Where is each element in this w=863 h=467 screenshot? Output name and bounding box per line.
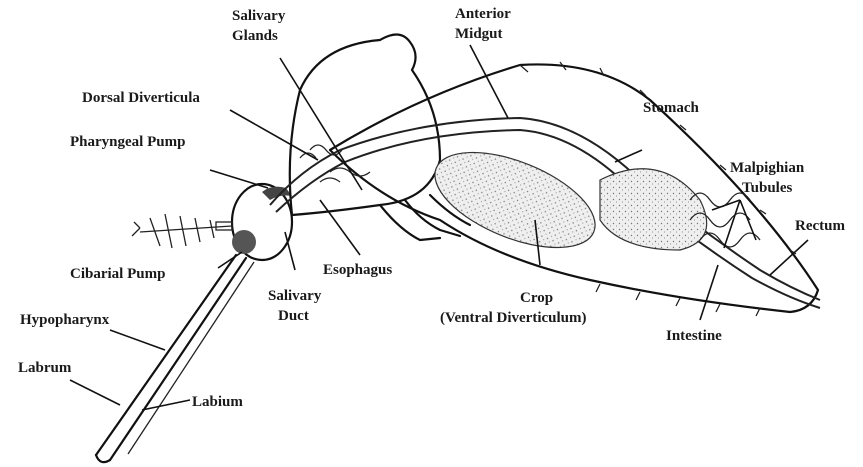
label-labrum: Labrum xyxy=(18,360,72,376)
label-salivary-glands: Salivary Glands xyxy=(232,8,289,44)
label-cibarial-pump: Cibarial Pump xyxy=(70,266,165,282)
antenna xyxy=(132,214,232,248)
label-stomach: Stomach xyxy=(643,100,699,116)
label-pharyngeal-pump: Pharyngeal Pump xyxy=(70,134,185,150)
label-crop: Crop (Ventral Diverticulum) xyxy=(440,290,587,326)
label-intestine: Intestine xyxy=(666,328,722,344)
thorax xyxy=(290,34,440,215)
label-dorsal-diverticula: Dorsal Diverticula xyxy=(82,90,200,106)
proboscis xyxy=(96,255,254,462)
digestive-tract xyxy=(270,118,820,308)
label-salivary-duct: Salivary Duct xyxy=(268,288,325,324)
cibarial-pump-organ xyxy=(232,230,256,254)
label-malpighian-tubules: Malpighian Tubules xyxy=(730,160,808,196)
head xyxy=(232,184,292,260)
label-labium: Labium xyxy=(192,394,243,410)
label-hypopharynx: Hypopharynx xyxy=(20,312,110,328)
crop-organ xyxy=(422,133,608,267)
label-anterior-midgut: Anterior Midgut xyxy=(455,6,514,42)
label-esophagus: Esophagus xyxy=(323,262,392,278)
stomach-organ xyxy=(600,169,707,250)
label-rectum: Rectum xyxy=(795,218,845,234)
